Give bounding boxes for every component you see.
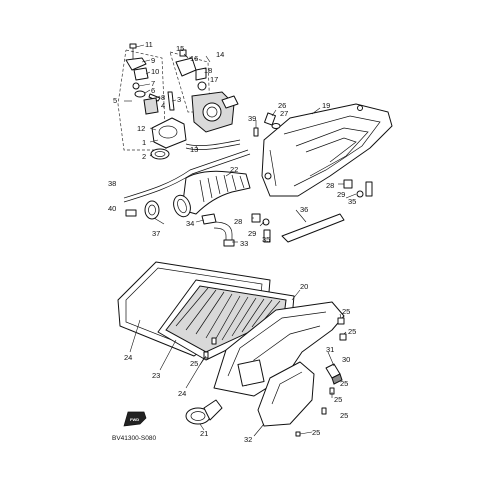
callout-26: 26 — [278, 101, 286, 110]
callout-39: 39 — [248, 114, 256, 123]
callout-17: 17 — [210, 75, 218, 84]
mount-set-right — [343, 179, 373, 198]
callout-2: 2 — [142, 152, 146, 161]
throttle-body-group-14 — [169, 49, 241, 150]
callout-37: 37 — [152, 229, 160, 238]
callout-36: 36 — [300, 205, 308, 214]
clamp-27 — [271, 123, 281, 129]
callout-30: 30 — [342, 355, 350, 364]
callout-12: 12 — [137, 124, 145, 133]
breather-hose-38 — [123, 149, 251, 203]
mount-set-lower — [251, 213, 271, 243]
air-cleaner-case-19 — [253, 103, 393, 197]
callout-15: 15 — [176, 44, 184, 53]
callout-40: 40 — [108, 204, 116, 213]
callout-25-c: 25 — [190, 359, 198, 368]
clip-17 — [197, 81, 207, 91]
callout-25-d: 25 — [340, 379, 348, 388]
callout-14: 14 — [216, 50, 224, 59]
callout-25-a: 25 — [342, 307, 350, 316]
callout-23: 23 — [152, 371, 160, 380]
callout-numbers: 11 9 10 7 6 8 5 4 3 12 1 2 15 16 14 18 1… — [108, 40, 356, 444]
drain-plug-30 — [325, 363, 343, 385]
sensor-10 — [133, 67, 149, 81]
callout-6: 6 — [151, 86, 155, 95]
callout-28-lower: 28 — [234, 217, 242, 226]
cover-32 — [257, 361, 315, 427]
callout-22: 22 — [230, 165, 238, 174]
filter-element-23 — [157, 279, 295, 361]
o-ring-6 — [134, 90, 146, 98]
callout-25-b: 25 — [348, 327, 356, 336]
callout-33: 33 — [240, 239, 248, 248]
callout-1: 1 — [142, 138, 146, 147]
callout-7: 7 — [151, 79, 155, 88]
callout-8: 8 — [161, 93, 165, 102]
leader-lines — [124, 44, 357, 437]
fwd-label: FWD — [130, 417, 139, 422]
injector-4 — [143, 97, 159, 115]
callout-27: 27 — [280, 109, 288, 118]
callout-18: 18 — [204, 66, 212, 75]
callout-34: 34 — [186, 219, 194, 228]
diagram-code: BV41300-S080 — [112, 435, 156, 442]
callout-35-lower: 35 — [262, 235, 270, 244]
tube-36 — [281, 213, 345, 243]
callout-25-f: 25 — [340, 411, 348, 420]
bracket-9 — [125, 57, 147, 71]
gasket-2 — [150, 148, 170, 160]
callout-4: 4 — [161, 101, 165, 110]
screws-25 — [203, 317, 347, 437]
joint-12 — [151, 117, 187, 149]
callout-19: 19 — [322, 101, 330, 110]
callout-10: 10 — [151, 67, 159, 76]
throttle-body-group-5 — [117, 43, 187, 160]
screw-8 — [148, 93, 161, 102]
duct-21 — [185, 399, 223, 425]
callout-3: 3 — [177, 95, 181, 104]
callout-35-upper: 35 — [348, 197, 356, 206]
joint-37 — [144, 200, 160, 220]
intake-duct-22 — [173, 170, 251, 218]
callout-29-upper: 29 — [337, 190, 345, 199]
callout-31: 31 — [326, 345, 334, 354]
plate-18 — [195, 67, 207, 81]
clip-7 — [132, 82, 140, 90]
callout-13: 13 — [190, 145, 198, 154]
callout-21: 21 — [200, 429, 208, 438]
drain-hose-33 — [213, 221, 235, 247]
callout-11: 11 — [145, 40, 153, 49]
clamp-34 — [201, 213, 217, 225]
callout-32: 32 — [244, 435, 252, 444]
callout-29-lower: 29 — [248, 229, 256, 238]
callout-20: 20 — [300, 282, 308, 291]
callout-28-upper: 28 — [326, 181, 334, 190]
forward-arrow-icon: FWD — [123, 411, 147, 427]
callout-24-upper: 24 — [124, 353, 132, 362]
callout-38: 38 — [108, 179, 116, 188]
callout-24-lower: 24 — [178, 389, 186, 398]
callout-16: 16 — [190, 54, 198, 63]
callout-25-e: 25 — [334, 395, 342, 404]
bolt-3 — [167, 91, 175, 111]
hose-26 — [264, 112, 276, 126]
callout-25-g: 25 — [312, 428, 320, 437]
callout-9: 9 — [151, 56, 155, 65]
bolt-11 — [129, 43, 137, 60]
clip-40 — [125, 209, 137, 217]
screw-39 — [253, 127, 259, 137]
callout-5: 5 — [113, 96, 117, 105]
